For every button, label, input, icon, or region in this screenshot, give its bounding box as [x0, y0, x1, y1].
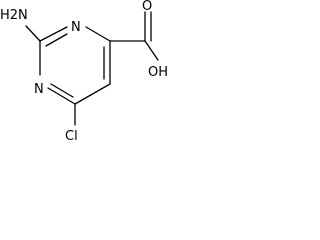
bond-c2-n3	[39, 26, 68, 42]
carbonyl-o-label: O	[142, 0, 152, 14]
hydroxyl-label: OH	[148, 65, 168, 80]
ring-n-top-label: N	[71, 20, 81, 35]
bond-c6-n1-inner	[50, 83, 74, 98]
molecule-drawing: H2N N N O OH Cl	[0, 0, 168, 144]
bond-c2-n3-inner	[45, 33, 68, 47]
structure-diagram: H2N N N O OH Cl	[0, 0, 180, 155]
bond-n3-c4	[85, 26, 111, 42]
bond-c6-n1	[47, 87, 76, 105]
bond-c-oh	[144, 40, 159, 61]
ring-n-bottom-label: N	[34, 82, 44, 97]
chloro-label: Cl	[65, 129, 78, 144]
bond-c5-c6	[74, 83, 111, 105]
bond-c2-nh2	[25, 25, 41, 42]
amino-label: H2N	[0, 8, 28, 23]
